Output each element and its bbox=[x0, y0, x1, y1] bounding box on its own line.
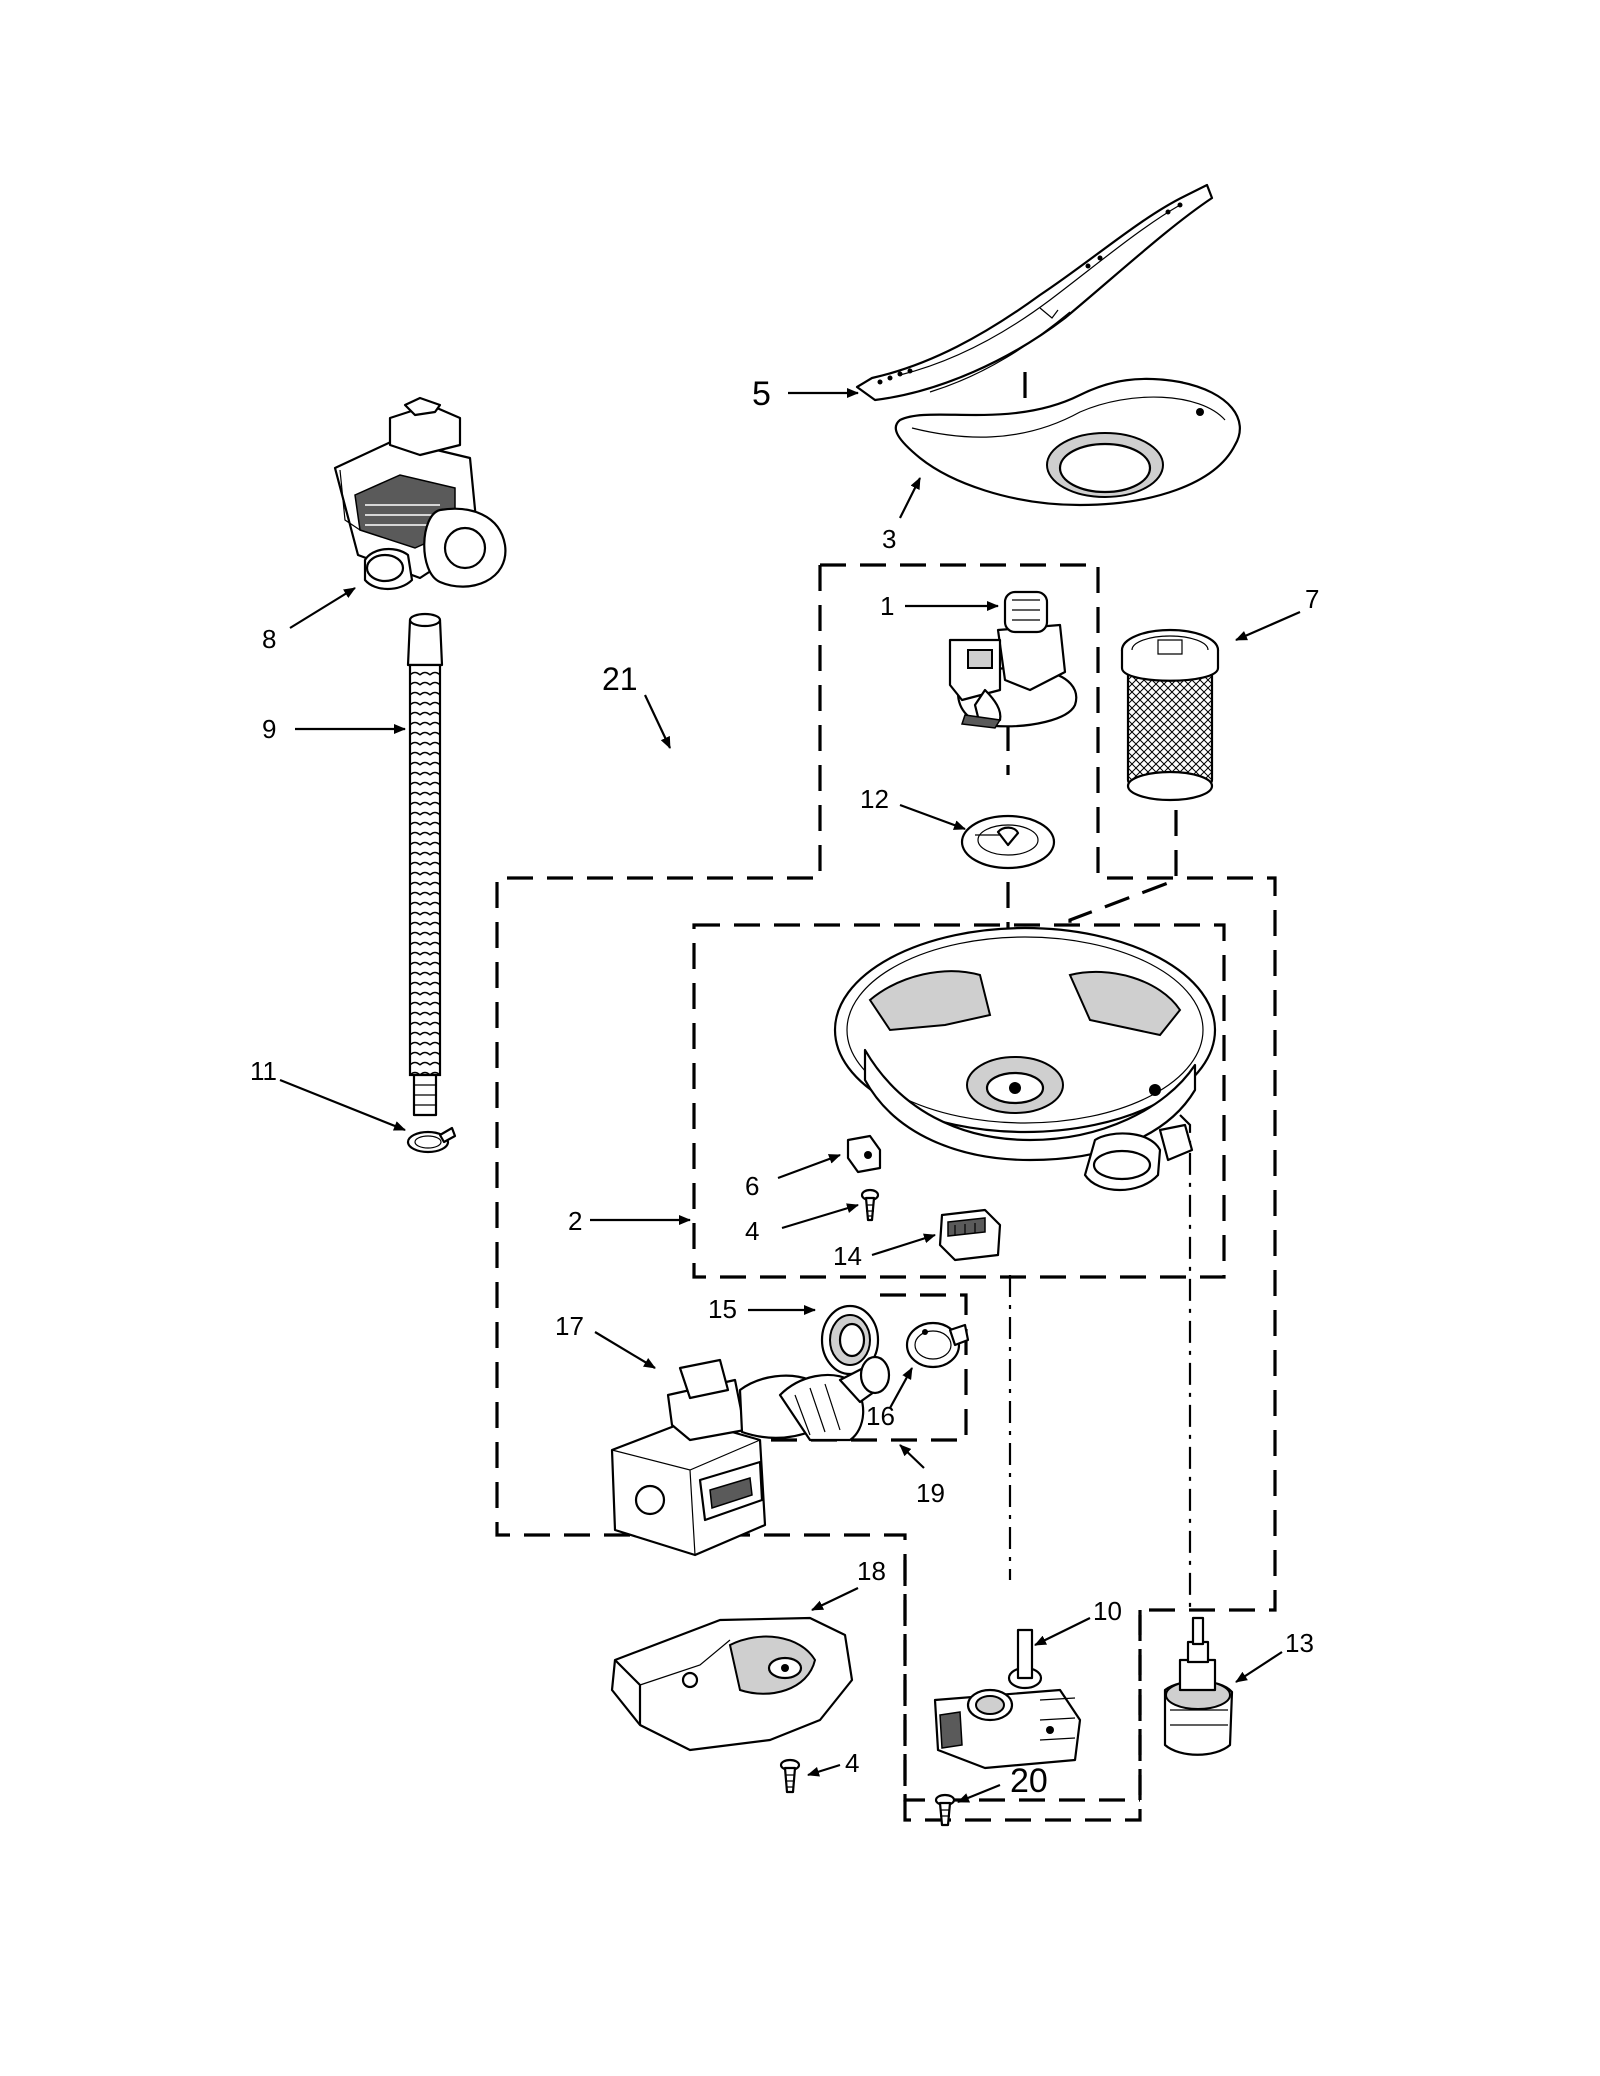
callout-7: 7 bbox=[1305, 584, 1319, 614]
callout-10: 10 bbox=[1093, 1596, 1122, 1626]
circulation-pump bbox=[610, 1355, 891, 1557]
callout-8: 8 bbox=[262, 624, 276, 654]
spray-arm-cover bbox=[894, 377, 1241, 507]
callout-9: 9 bbox=[262, 714, 276, 744]
callout-14: 14 bbox=[833, 1241, 862, 1271]
seal-ring bbox=[820, 1304, 880, 1376]
callout-11: 11 bbox=[250, 1056, 277, 1086]
callout-20: 20 bbox=[1010, 1762, 1048, 1800]
callout-4-lower: 4 bbox=[845, 1748, 859, 1778]
filter-basket bbox=[1120, 628, 1220, 802]
callout-12: 12 bbox=[860, 784, 889, 814]
check-valve bbox=[960, 814, 1056, 870]
level-sensor bbox=[1163, 1616, 1234, 1756]
diverter-valve bbox=[933, 1628, 1082, 1770]
spray-arm bbox=[855, 183, 1214, 402]
callout-13: 13 bbox=[1285, 1628, 1314, 1658]
assembly-2-boundary bbox=[692, 923, 1226, 1279]
leader-arrows bbox=[279, 388, 1301, 1804]
callout-6: 6 bbox=[745, 1171, 759, 1201]
callout-4-upper: 4 bbox=[745, 1216, 759, 1246]
callout-19: 19 bbox=[916, 1478, 945, 1508]
screw-upper bbox=[860, 1188, 880, 1222]
callout-5: 5 bbox=[752, 375, 771, 413]
callout-2: 2 bbox=[568, 1206, 582, 1236]
pump-housing bbox=[948, 590, 1078, 729]
callout-18: 18 bbox=[857, 1556, 886, 1586]
sump-assembly bbox=[833, 926, 1217, 1192]
callout-1: 1 bbox=[880, 591, 894, 621]
circulation-clamp bbox=[905, 1321, 970, 1369]
callout-3: 3 bbox=[882, 524, 896, 554]
screw-lower bbox=[779, 1758, 801, 1794]
hose-clamp bbox=[406, 1126, 457, 1154]
bracket bbox=[846, 1134, 882, 1174]
base-cover bbox=[610, 1616, 854, 1752]
assembly-20-boundary bbox=[903, 1560, 1142, 1822]
callout-labels: 5 3 1 7 8 21 9 12 11 6 2 4 14 15 17 16 1… bbox=[250, 375, 1319, 1800]
screw-valve bbox=[934, 1793, 956, 1827]
callout-17: 17 bbox=[555, 1311, 584, 1341]
callout-15: 15 bbox=[708, 1294, 737, 1324]
callout-16: 16 bbox=[866, 1401, 895, 1431]
drain-hose bbox=[406, 612, 444, 1117]
sensor-block bbox=[938, 1208, 1002, 1262]
assembly-19-boundary bbox=[755, 1293, 968, 1442]
callout-21: 21 bbox=[602, 661, 638, 697]
drain-pump bbox=[333, 396, 507, 591]
